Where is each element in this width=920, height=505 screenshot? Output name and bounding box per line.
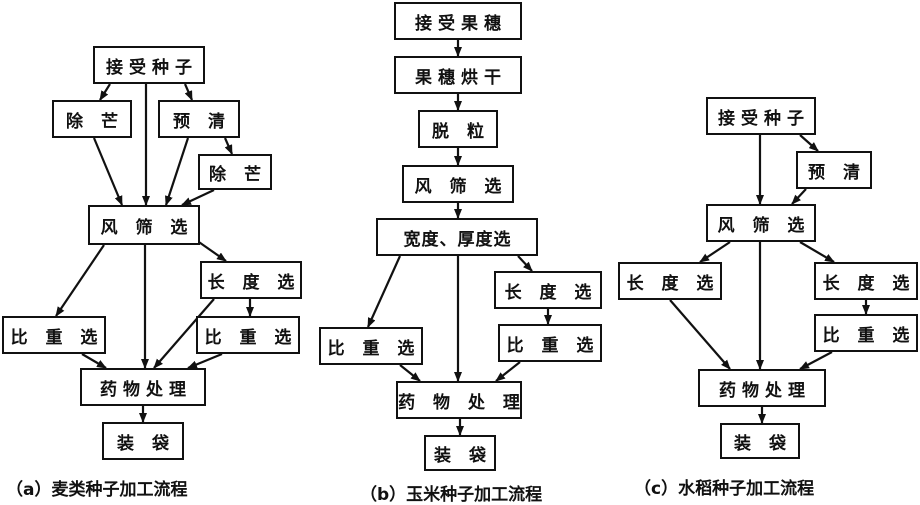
a-air-screen-box: 风 筛 选 [88, 205, 200, 245]
a-preclean-to-deawn2-arrow [223, 137, 234, 155]
c-receive-seed-box: 接受种子 [706, 97, 816, 135]
b-air-screen-box: 风 筛 选 [402, 165, 514, 203]
c-air-to-lengthR-arrow [799, 241, 835, 263]
b-width-thickness-box: 宽度、厚度选 [376, 218, 538, 256]
c-bagging-box: 装 袋 [720, 423, 800, 459]
c-lengthL-to-chem-arrow [669, 299, 731, 370]
a-gravity-table-secondary-box: 比 重 选 [196, 316, 300, 354]
c-preclean-to-air-arrow [791, 188, 807, 205]
a-air-to-length-arrow [195, 239, 227, 262]
a-length-grading-box: 长 度 选 [200, 261, 302, 299]
a-length-to-chem-arrow [153, 298, 215, 369]
a-preclean-to-air-arrow [164, 137, 190, 206]
b-ear-drying-box: 果穗烘干 [394, 56, 522, 94]
b-caption: （b）玉米种子加工流程 [360, 485, 543, 505]
c-preclean-box: 预 清 [796, 151, 872, 189]
c-length-grading-right-box: 长 度 选 [814, 262, 918, 300]
c-air-screen-box: 风 筛 选 [706, 204, 816, 242]
a-receive-to-preclean-arrow [183, 83, 194, 101]
b-shelling-box: 脱 粒 [418, 110, 498, 148]
a-receive-seed-box: 接受种子 [93, 46, 205, 84]
c-grav-to-chem-arrow [799, 351, 833, 370]
a-preclean-box: 预 清 [158, 100, 240, 138]
b-gravity-table-left-box: 比 重 选 [319, 327, 423, 365]
a-bagging-box: 装 袋 [102, 422, 184, 460]
a-grav2-to-chem-arrow [187, 352, 223, 370]
b-gravity-table-right-box: 比 重 选 [498, 324, 602, 362]
a-grav1-to-chem-arrow [81, 353, 107, 369]
a-deawn-secondary-box: 除 芒 [198, 154, 272, 190]
c-receive-to-preclean-arrow [799, 134, 819, 152]
a-chemical-treatment-box: 药物处理 [80, 368, 206, 406]
b-gravR-to-chem-arrow [495, 361, 521, 382]
c-caption: （c）水稻种子加工流程 [634, 479, 815, 499]
c-air-to-lengthL-arrow [699, 241, 731, 263]
b-chemical-treatment-box: 药 物 处 理 [396, 381, 522, 419]
a-receive-to-deawn-arrow [99, 83, 111, 101]
b-gravL-to-chem-arrow [399, 364, 421, 382]
a-deawn-to-air-arrow [92, 137, 124, 206]
b-length-grading-box: 长 度 选 [494, 271, 602, 309]
a-gravity-table-box: 比 重 选 [2, 316, 106, 354]
a-caption: （a）麦类种子加工流程 [6, 480, 188, 500]
c-chemical-treatment-box: 药物处理 [698, 369, 826, 407]
b-width-to-length-arrow [517, 255, 533, 272]
a-air-to-grav1-arrow [55, 244, 105, 317]
a-deawn2-to-air-arrow [181, 189, 215, 206]
c-gravity-table-box: 比 重 选 [814, 314, 918, 352]
a-deawn-box: 除 芒 [52, 100, 132, 138]
c-length-grading-left-box: 长 度 选 [618, 262, 722, 300]
b-bagging-box: 装 袋 [424, 435, 496, 471]
b-width-to-gravL-arrow [366, 255, 402, 328]
b-receive-ears-box: 接受果穗 [394, 2, 522, 40]
